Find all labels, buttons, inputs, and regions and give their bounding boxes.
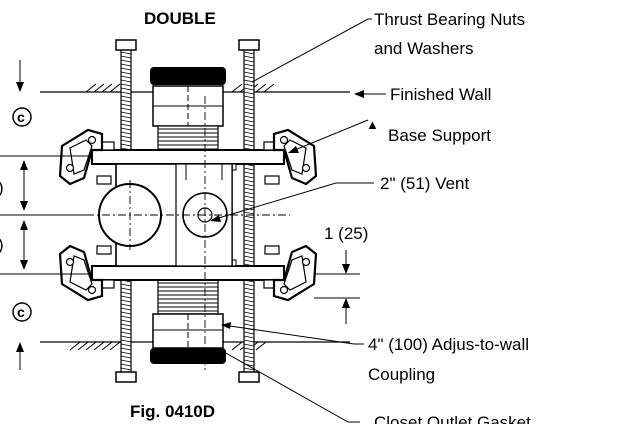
rod-nut-top-right: [238, 39, 260, 51]
centerline-symbol-top: [12, 107, 32, 127]
rod-nut-top-left: [115, 39, 137, 51]
callout-finished-wall: Finished Wall: [390, 85, 491, 104]
rod-nut-bottom-right: [238, 371, 260, 383]
bottom-coupling: [150, 279, 226, 364]
callout-adjus-line1: 4" (100) Adjus-to-wall: [368, 335, 529, 354]
closet-outlet-gasket-top: [150, 67, 226, 85]
callout-adjus-line2: Coupling: [368, 365, 435, 384]
fitting-body: [86, 96, 290, 370]
centerline-symbol-bottom: [12, 302, 32, 322]
rod-nut-bottom-left: [115, 371, 137, 383]
upper-base-support: [58, 128, 318, 186]
figure-caption: Fig. 0410D: [130, 402, 215, 421]
right-dimension: 1 (25): [314, 224, 368, 324]
closet-outlet-gasket-bottom: [150, 348, 226, 364]
lower-base-support: [58, 244, 318, 302]
left-dimensions: ) ) c c: [0, 60, 92, 370]
base-support-triangle-icon: ▲: [366, 117, 379, 132]
callout-thrust-bearing-line1: Thrust Bearing Nuts: [374, 10, 525, 29]
callout-vent: 2" (51) Vent: [380, 174, 469, 193]
callout-thrust-bearing-line2: and Washers: [374, 39, 474, 58]
callout-leaders: [210, 18, 386, 423]
diagram-title: DOUBLE: [144, 9, 216, 28]
left-dim-partial-upper: ): [0, 178, 4, 197]
dimension-one-inch: 1 (25): [324, 224, 368, 243]
centerline-symbol-top-label: c: [17, 109, 25, 125]
callout-base-support: Base Support: [388, 126, 491, 145]
top-coupling: [150, 67, 226, 157]
centerline-symbol-bottom-label: c: [17, 304, 25, 320]
callout-closet-gasket: Closet Outlet Gasket: [374, 413, 531, 424]
left-dim-partial-lower: ): [0, 235, 4, 254]
